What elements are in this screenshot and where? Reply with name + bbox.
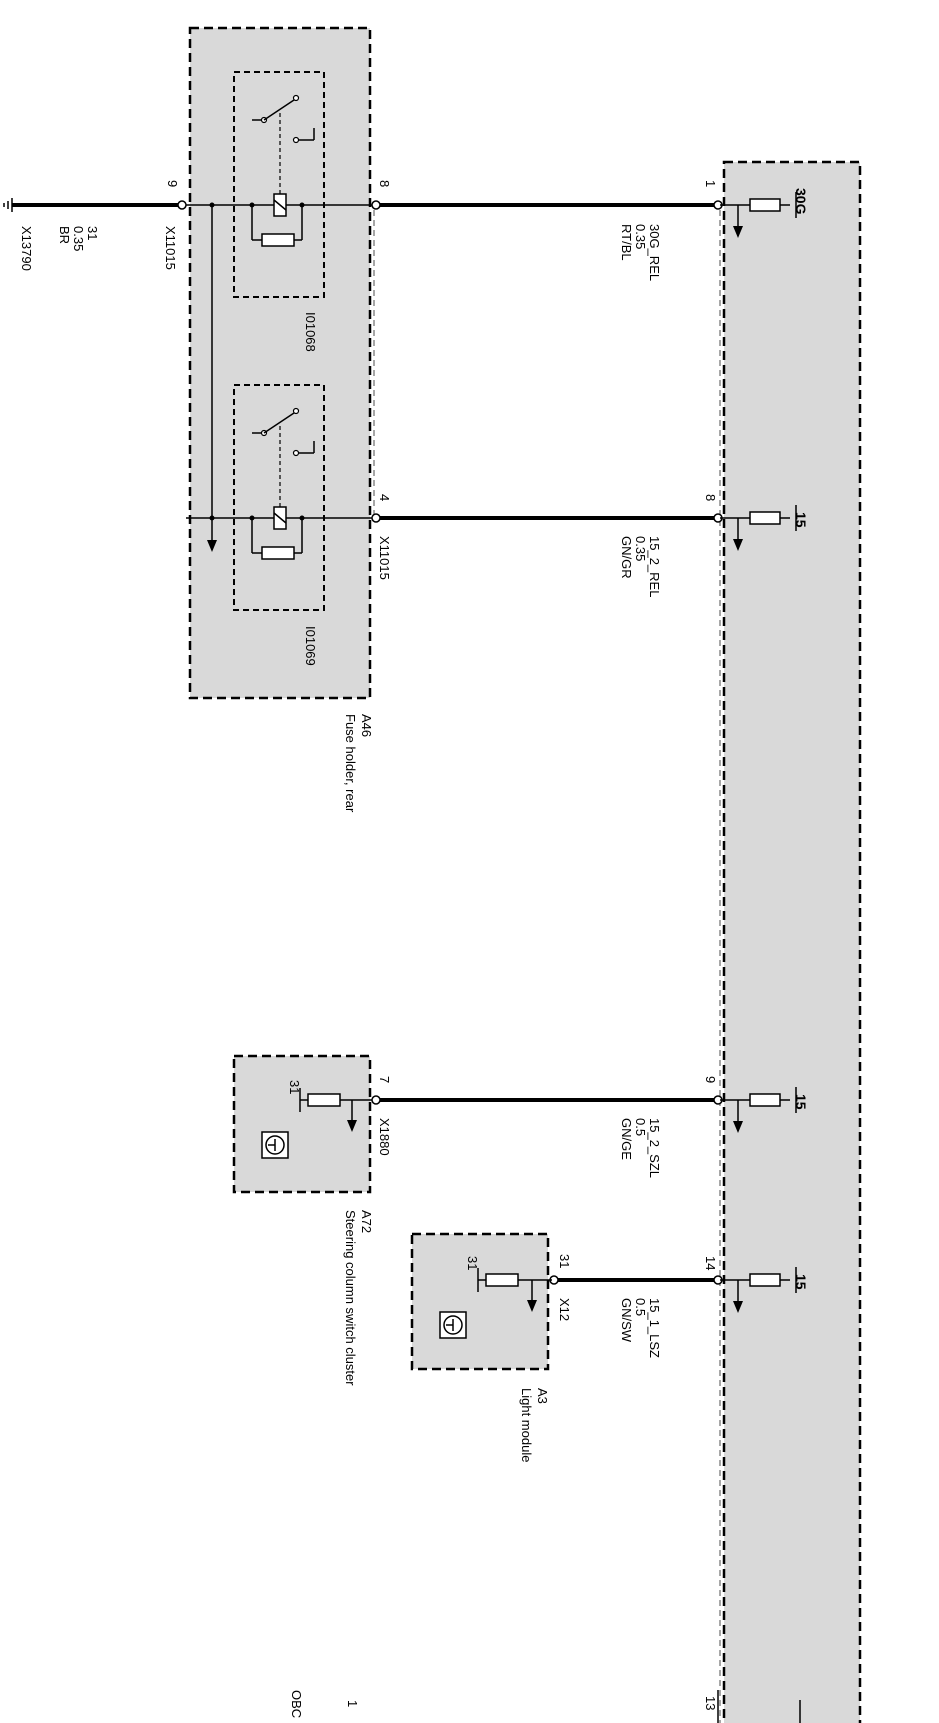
a72-name: Steering column switch cluster <box>343 1210 358 1386</box>
w2-name: 15_2_REL <box>647 536 662 597</box>
a72-connector: X1880 <box>377 1118 392 1156</box>
fuse-holder-box <box>188 26 372 700</box>
a72-ground-terminal: 31 <box>287 1080 302 1094</box>
a46-id: A46 <box>359 714 374 737</box>
light-module-box <box>410 1232 550 1371</box>
ground-symbol <box>3 198 13 212</box>
w1-gauge: 0.35 <box>633 224 648 249</box>
w3-pin-right: 9 <box>703 1076 718 1083</box>
w4-color: GN/SW <box>619 1298 634 1343</box>
supply-fuse-4 <box>720 1267 797 1313</box>
a46-name: Fuse holder, rear <box>343 714 358 813</box>
pin-ground: 9 <box>165 180 180 187</box>
w1-pin-right: 1 <box>703 180 718 187</box>
w2-supply: 15 <box>793 512 809 528</box>
w3-gauge: 0.5 <box>633 1118 648 1136</box>
a3-connector: X12 <box>557 1298 572 1321</box>
w4-pin-left: 31 <box>557 1254 572 1268</box>
light-module-internal <box>439 1268 552 1339</box>
w3-supply: 15 <box>793 1094 809 1110</box>
bottom-pin-right: 13 <box>703 1696 718 1710</box>
bottom-cut-label: OBC <box>289 1690 304 1718</box>
w1-pin-left: 8 <box>377 180 392 187</box>
w4-supply: 15 <box>793 1274 809 1290</box>
a3-name: Light module <box>519 1388 534 1462</box>
w2-pin-right: 8 <box>703 494 718 501</box>
relay-1-label: I01068 <box>303 312 318 352</box>
w3-name: 15_2_SZL <box>647 1118 662 1178</box>
w1-name: 30G_REL <box>647 224 662 281</box>
ground-gauge-label: 0.35 <box>71 226 86 251</box>
w2-pin-left: 4 <box>377 494 392 501</box>
supply-fuse-1 <box>720 192 797 238</box>
a3-id: A3 <box>535 1388 550 1404</box>
w2-gauge: 0.35 <box>633 536 648 561</box>
supply-fuse-2 <box>720 505 797 551</box>
steering-switch-box <box>232 1054 372 1194</box>
a72-id: A72 <box>359 1210 374 1233</box>
ground-connector-label: X13790 <box>19 226 34 271</box>
ground-color-label: BR <box>57 226 72 244</box>
w4-name: 15_1_LSZ <box>647 1298 662 1358</box>
connector-pins <box>177 200 723 1285</box>
relay-1-box <box>233 71 325 298</box>
w1-supply: 30G <box>793 188 809 215</box>
supply-fuse-3 <box>720 1087 797 1133</box>
ground-terminal-label: 31 <box>85 226 100 240</box>
w3-pin-left: 7 <box>377 1076 392 1083</box>
relay-2 <box>249 407 315 560</box>
w4-gauge: 0.5 <box>633 1298 648 1316</box>
w1-color: RT/BL <box>619 224 634 261</box>
w4-pin-right: 14 <box>703 1256 718 1270</box>
steering-switch-internal <box>261 1088 372 1159</box>
w3-color: GN/GE <box>619 1118 634 1160</box>
a3-ground-terminal: 31 <box>465 1256 480 1270</box>
relay-1 <box>249 94 315 247</box>
a46-connector-bottom: X11015 <box>377 536 392 580</box>
relay-2-box <box>233 384 325 611</box>
w2-color: GN/GR <box>619 536 634 579</box>
relay-2-label: I01069 <box>303 626 318 666</box>
control-unit-box <box>722 160 862 1723</box>
bottom-pin-left: 1 <box>345 1700 360 1707</box>
a46-connector-top: X11015 <box>163 226 178 270</box>
